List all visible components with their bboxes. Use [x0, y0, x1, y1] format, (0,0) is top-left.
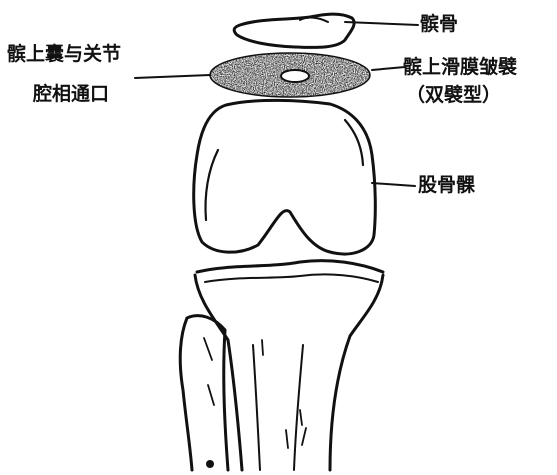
femoral-condyle-medial-edge	[345, 120, 363, 165]
patella-label: 髌骨	[420, 15, 458, 34]
ink-dot	[206, 460, 214, 468]
patella-outline	[234, 14, 354, 47]
fibula-detail-marks	[204, 338, 214, 405]
condyle-leader-line	[372, 183, 415, 186]
tibia-shaft-inner-1	[253, 345, 260, 470]
suprapatellar-plica-type-label: （双襞型）	[406, 86, 501, 105]
bursa-communication-label-line2: 腔相通口	[33, 85, 109, 104]
patella-ridge	[300, 18, 328, 22]
tibia-shaft-inner-2	[294, 345, 303, 470]
tibia-plateau-outline	[197, 261, 383, 272]
femoral-condyle-label: 股骨髁	[418, 176, 475, 195]
plica-leader-line	[372, 67, 405, 70]
patella-leader-line	[345, 22, 418, 25]
suprapatellar-plica-label: 髌上滑膜皱襞	[403, 58, 517, 77]
bursa-leader-line	[135, 75, 210, 78]
tibia-plateau-surface	[205, 274, 378, 282]
femoral-condyle-lateral-edge	[206, 150, 219, 220]
bursa-communication-label: 髌上囊与关节	[7, 45, 121, 64]
communicating-opening	[281, 70, 309, 82]
